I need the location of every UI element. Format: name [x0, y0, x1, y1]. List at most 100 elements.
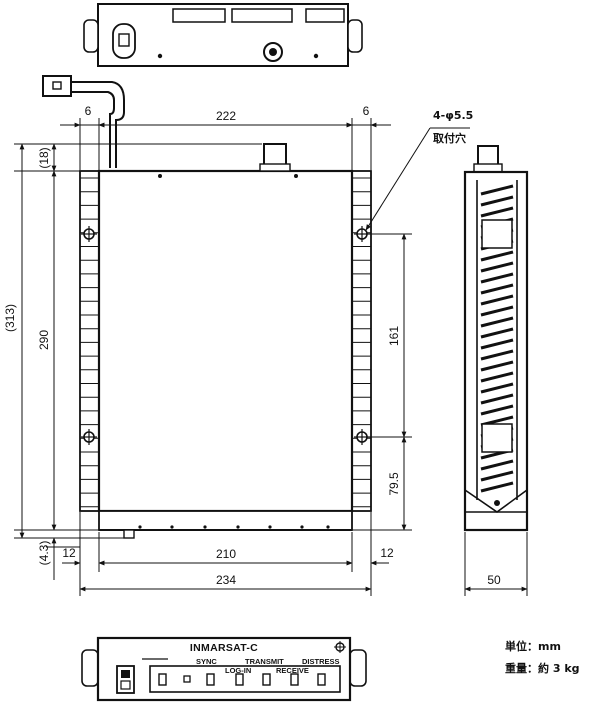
vent-slot: [480, 382, 514, 394]
dim-bottom-right: 12: [380, 546, 394, 560]
bottom-dot: [268, 525, 272, 529]
mount-hole-label: 取付穴: [433, 132, 466, 145]
vent-slot: [480, 327, 514, 339]
mount-hole-callout: [365, 127, 470, 231]
label-distress: DISTRESS: [302, 657, 340, 666]
side-view-screw: [494, 500, 500, 506]
mount-hole: [354, 429, 370, 445]
dim-depth: 50: [487, 573, 501, 587]
main-view-foot: [123, 529, 135, 539]
side-view-connector-base: [473, 163, 503, 173]
side-view: [463, 145, 529, 532]
main-view-flange-left: [79, 170, 100, 512]
dim-hole-to-bottom: 79.5: [387, 472, 401, 496]
led-transmit: [206, 673, 215, 686]
main-view-flange-right: [351, 170, 372, 512]
vent-slot: [480, 360, 514, 372]
dim-top-width: 222: [216, 109, 236, 123]
dim-overall-height: (313): [3, 304, 17, 332]
vent-slot: [480, 294, 514, 306]
vent-slot: [480, 250, 514, 262]
led-log-in: [183, 675, 191, 683]
vent-slot: [480, 206, 514, 218]
dim-top-right-flange: 6: [363, 104, 370, 118]
top-view-switch-lever: [118, 33, 130, 47]
mount-hole: [354, 226, 370, 242]
dimension-lines-bottom: [62, 512, 389, 596]
main-view-body: [97, 169, 354, 513]
led-distress-2: [290, 673, 299, 686]
label-receive: RECEIVE: [276, 666, 309, 675]
vent-slot: [480, 272, 514, 284]
front-panel-left-tab: [81, 649, 99, 687]
vent-slot: [480, 184, 514, 196]
front-panel-right-tab: [349, 649, 367, 687]
top-view-antenna-connector-core: [269, 48, 277, 56]
top-view-screw: [313, 53, 319, 59]
dim-body-height: 290: [37, 330, 51, 350]
label-transmit: TRANSMIT: [245, 657, 284, 666]
bottom-dot: [138, 525, 142, 529]
power-cable-line: [71, 91, 115, 168]
vent-slot: [480, 283, 514, 295]
top-view-left-tab: [83, 19, 99, 53]
vent-slot: [480, 261, 514, 273]
vent-slot: [480, 459, 514, 471]
led-receive: [235, 673, 244, 686]
main-view-screw: [158, 174, 162, 178]
bottom-indicator-dots: [138, 525, 330, 529]
vent-slot: [480, 393, 514, 405]
mount-hole: [81, 429, 97, 445]
dim-top-left-flange: 6: [85, 104, 92, 118]
weight-note: 重量：約 3 kg: [505, 662, 580, 675]
bottom-dot: [170, 525, 174, 529]
vent-slot: [480, 305, 514, 317]
main-view-screw: [294, 174, 298, 178]
dimension-lines-left: [14, 143, 262, 580]
label-log-in: LOG-IN: [225, 666, 251, 675]
dim-hole-spacing: 161: [387, 326, 401, 346]
indicator-window: [149, 665, 341, 693]
dim-bottom-left: 12: [62, 546, 76, 560]
mount-hole-spec: 4-φ5.5: [433, 109, 474, 122]
bottom-dot: [326, 525, 330, 529]
top-view-connector-right: [305, 8, 345, 23]
front-panel-power-switch-top: [121, 670, 130, 678]
vent-slot: [480, 338, 514, 350]
top-view-connector-left: [172, 8, 226, 23]
top-view: [83, 3, 363, 67]
bottom-dot: [236, 525, 240, 529]
dimension-lines-right: [352, 233, 412, 531]
side-view-bracket: [481, 423, 513, 453]
main-view-bottom-plate: [98, 510, 353, 531]
dimension-lines-depth: [464, 532, 528, 596]
power-cable: [42, 75, 125, 168]
vent-slot: [480, 316, 514, 328]
bottom-dot: [203, 525, 207, 529]
side-view-bracket: [481, 219, 513, 249]
vent-slot: [480, 349, 514, 361]
top-view-connector-mid: [231, 8, 293, 23]
main-view-connector-base: [259, 163, 291, 172]
vent-slot: [480, 404, 514, 416]
power-cable-line: [71, 81, 125, 168]
dim-bottom-inner: 210: [216, 547, 236, 561]
led-distress-1: [262, 673, 271, 686]
vent-slot: [480, 195, 514, 207]
unit-note: 単位：mm: [505, 640, 561, 653]
bottom-dot: [300, 525, 304, 529]
vent-slot: [480, 470, 514, 482]
dim-bottom-offset: (4.3): [37, 541, 51, 566]
led-sync: [158, 673, 167, 686]
dim-overall-width: 234: [216, 573, 236, 587]
front-panel-screw: [334, 641, 346, 653]
main-view: [79, 143, 372, 539]
label-sync: SYNC: [196, 657, 217, 666]
led-distress-3: [317, 673, 326, 686]
front-panel-brand: INMARSAT-C: [190, 642, 258, 654]
top-view-screw: [157, 53, 163, 59]
mount-hole: [81, 226, 97, 242]
vent-slot: [480, 371, 514, 383]
